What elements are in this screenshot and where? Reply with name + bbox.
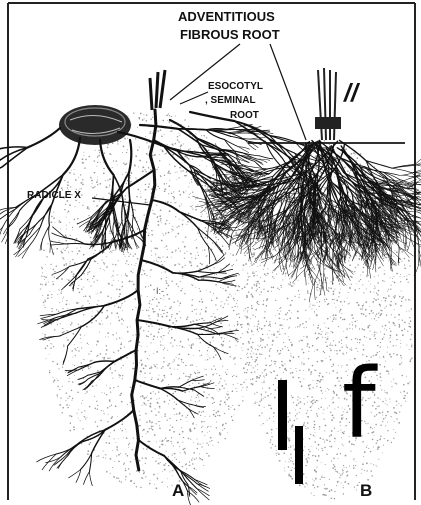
large-f-glyph: f [342,356,376,452]
panel-label-b: B [360,482,372,499]
panel-label-a: A [172,482,184,499]
label-root: ROOT [230,111,259,121]
label-inner-mark: I:- [156,287,164,296]
label-radicle: RADICLE X [27,191,81,201]
black-bar-1 [278,380,287,450]
label-adventitious: ADVENTITIOUS [178,10,275,23]
label-esocotyl: ESOCOTYL [208,82,263,92]
label-seminal: , SEMINAL [205,96,256,106]
label-fibrous-root: FIBROUS ROOT [180,28,280,41]
slash-mark: // [344,81,358,106]
black-bar-2 [295,426,303,484]
stem-a [150,70,165,110]
stem-b [316,68,340,140]
soil-stipple-a [40,112,260,489]
seed-a [59,105,131,145]
